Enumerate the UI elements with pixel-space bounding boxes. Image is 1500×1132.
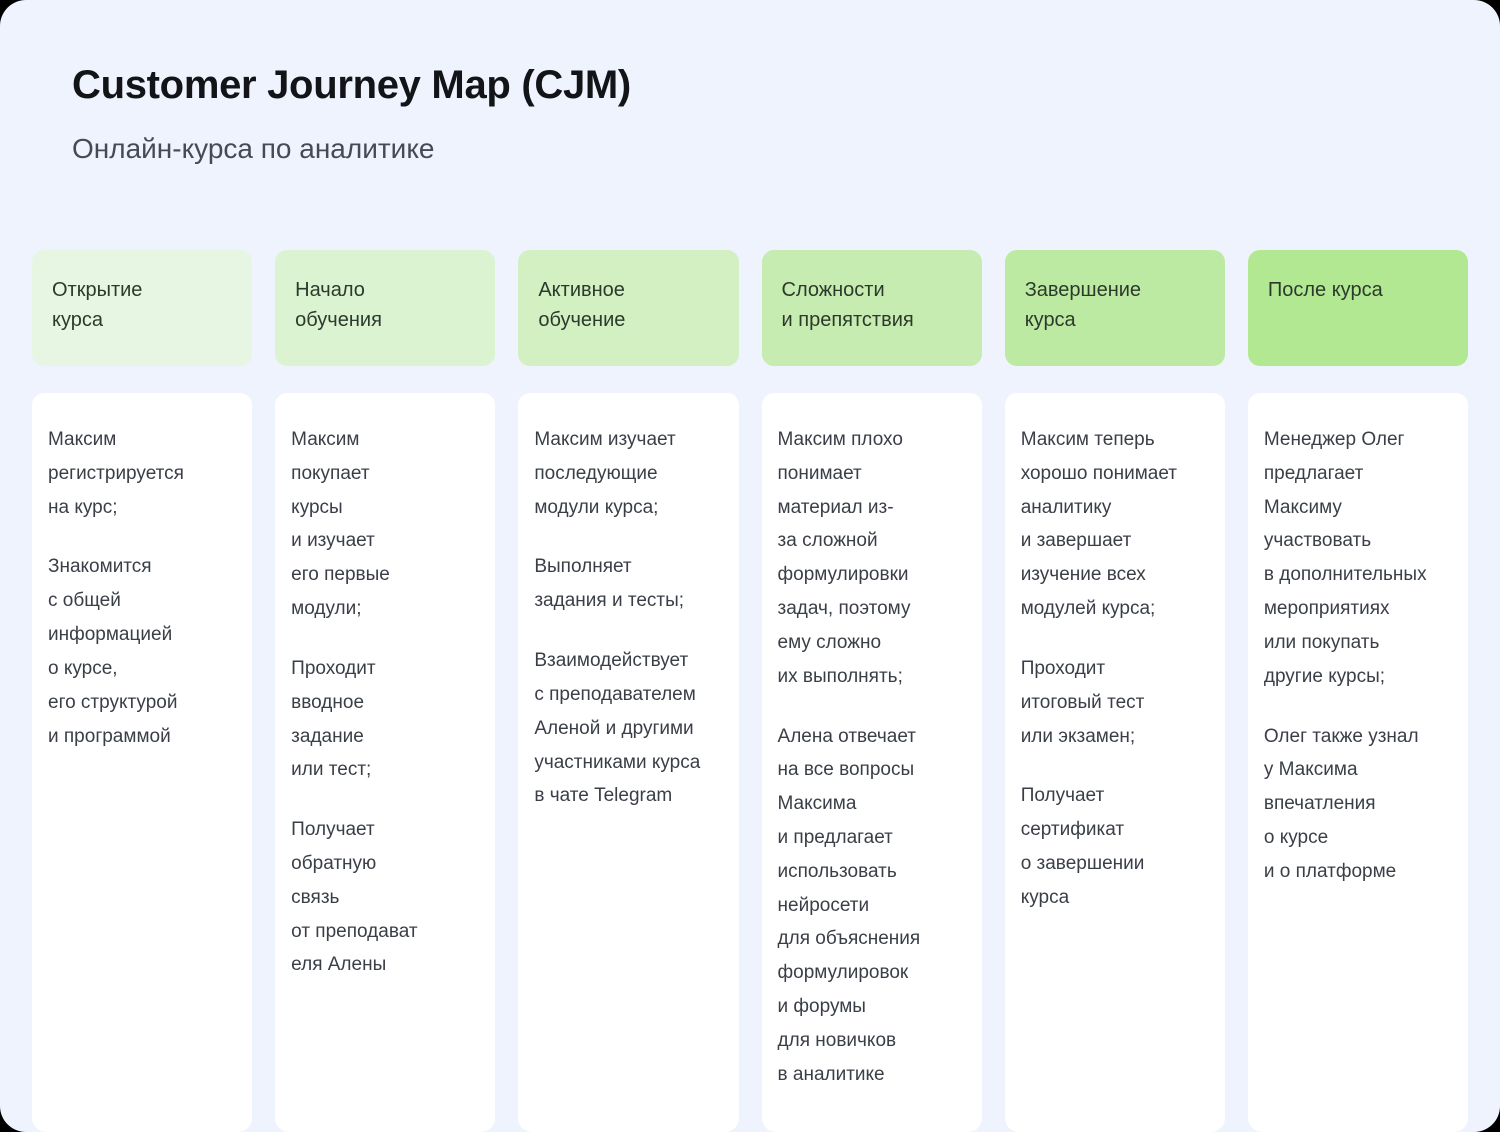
content-block: Выполняет задания и тесты; (534, 556, 685, 612)
stage-content-card-4: Максим плохо понимает материал из- за сл… (761, 393, 982, 1132)
content-block: Проходит итоговый тест или экзамен; (1020, 657, 1145, 747)
page-header: Customer Journey Map (CJM) Онлайн-курса … (0, 0, 1500, 166)
content-block: Олег также узнал у Максима впечатления о… (1263, 725, 1419, 882)
page-title: Customer Journey Map (CJM) (72, 63, 631, 107)
stage-header-label: Сложности и препятствия (781, 279, 914, 331)
content-block: Получает сертификат о завершении курса (1020, 785, 1145, 908)
stage-header-1[interactable]: Открытие курса (32, 250, 253, 366)
page-subtitle: Онлайн-курса по аналитике (72, 133, 435, 164)
content-block: Получает обратную связь от преподават ел… (291, 819, 418, 976)
content-block: Менеджер Олег предлагает Максиму участво… (1263, 429, 1427, 687)
content-block: Максим плохо понимает материал из- за сл… (777, 429, 911, 687)
stage-header-label: После курса (1267, 279, 1383, 301)
stage-content-card-3: Максим изучает последующие модули курса;… (518, 393, 739, 1132)
content-block: Алена отвечает на все вопросы Максима и … (777, 725, 921, 1085)
stage-header-5[interactable]: Завершение курса (1004, 250, 1225, 366)
stage-header-6[interactable]: После курса (1247, 250, 1469, 366)
content-block: Максим теперь хорошо понимает аналитику … (1020, 429, 1177, 620)
stage-content-card-2: Максим покупает курсы и изучает его перв… (275, 393, 496, 1132)
content-block: Взаимодействует с преподавателем Аленой … (534, 650, 701, 807)
stage-header-label: Начало обучения (295, 279, 382, 331)
content-block: Проходит вводное задание или тест; (291, 657, 376, 781)
stage-content-card-1: Максим регистрируется на курс; Знакомится… (32, 393, 253, 1132)
content-block: Знакомится с общей информацией о курсе, … (48, 556, 178, 747)
stage-header-3[interactable]: Активное обучение (518, 250, 739, 366)
content-block: Максим изучает последующие модули курса; (534, 429, 676, 518)
content-block: Максим регистрируется на курс; (48, 429, 184, 518)
stage-content-card-5: Максим теперь хорошо понимает аналитику … (1004, 393, 1225, 1132)
content-block: Максим покупает курсы и изучает его перв… (291, 429, 390, 620)
stage-header-label: Завершение курса (1024, 279, 1142, 331)
stage-header-label: Открытие курса (52, 279, 143, 331)
stage-header-2[interactable]: Начало обучения (275, 250, 496, 366)
stage-header-label: Активное обучение (538, 279, 626, 331)
stage-content-card-6: Менеджер Олег предлагает Максиму участво… (1247, 393, 1469, 1132)
stage-header-4[interactable]: Сложности и препятствия (761, 250, 982, 366)
